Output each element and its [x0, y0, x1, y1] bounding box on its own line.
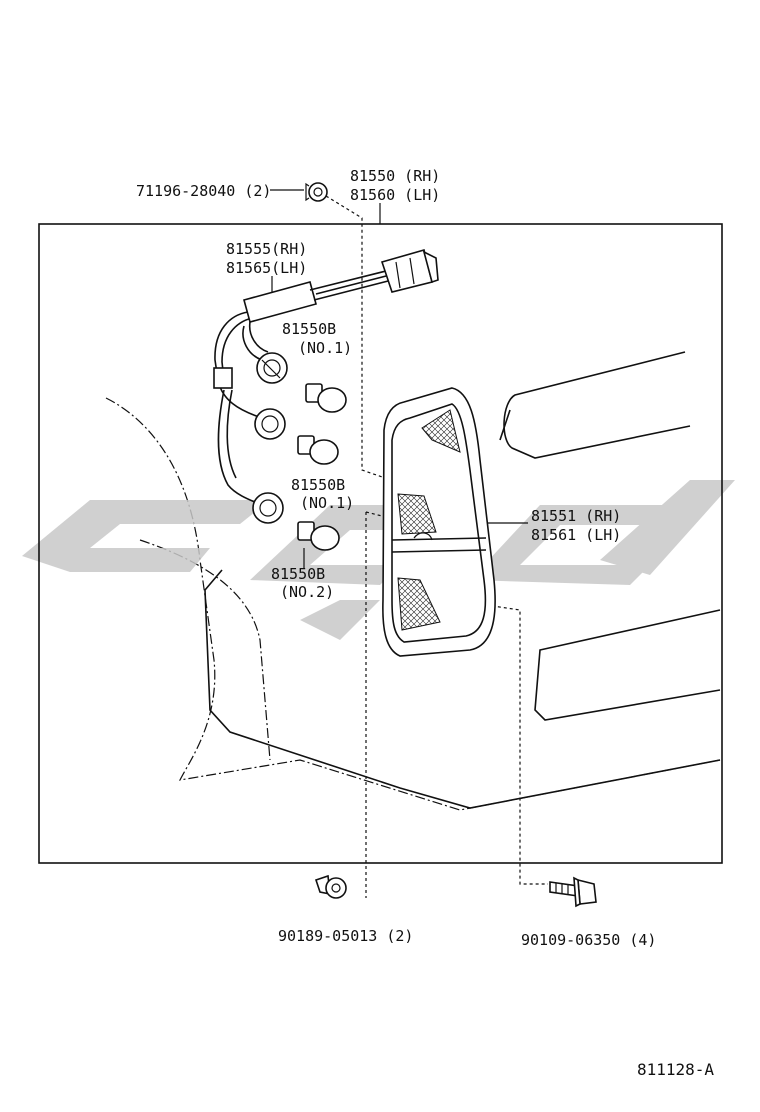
label-socket-rh: 81555(RH) — [226, 240, 307, 258]
watermark-logo — [22, 480, 735, 640]
label-lens-rh: 81551 (RH) — [531, 507, 621, 525]
label-bolt-part: 90109-06350 (4) — [521, 931, 656, 949]
label-clip-part: 71196-28040 (2) — [136, 182, 271, 200]
label-bulb-top-type: (NO.1) — [298, 339, 352, 357]
label-lamp-assy-rh: 81550 (RH) — [350, 167, 440, 185]
label-bulb-top-num: 81550B — [282, 320, 336, 338]
label-bulb-mid-type: (NO.1) — [300, 494, 354, 512]
bulb-low-icon — [297, 521, 340, 551]
bolt-90109-icon — [549, 876, 597, 908]
socket-mid-icon — [254, 408, 286, 440]
label-lens-lh: 81561 (LH) — [531, 526, 621, 544]
socket-low-icon — [252, 492, 284, 524]
diagram-reference-code: 811128-A — [637, 1060, 714, 1079]
label-lamp-assy-lh: 81560 (LH) — [350, 186, 440, 204]
label-socket-lh: 81565(LH) — [226, 259, 307, 277]
tail-lamp-lens-icon — [382, 387, 496, 657]
label-bulb-mid-num: 81550B — [291, 476, 345, 494]
bulb-top-icon — [305, 383, 347, 413]
label-bulb-low-type: (NO.2) — [280, 583, 334, 601]
nut-90189-icon — [314, 874, 347, 899]
wiring-harness — [213, 249, 439, 506]
socket-top-icon — [256, 352, 288, 384]
leader-lines — [270, 189, 548, 898]
label-bulb-low-num: 81550B — [271, 565, 325, 583]
clip-71196-icon — [305, 182, 328, 202]
label-nut-part: 90189-05013 (2) — [278, 927, 413, 945]
bulb-mid-icon — [297, 435, 339, 465]
